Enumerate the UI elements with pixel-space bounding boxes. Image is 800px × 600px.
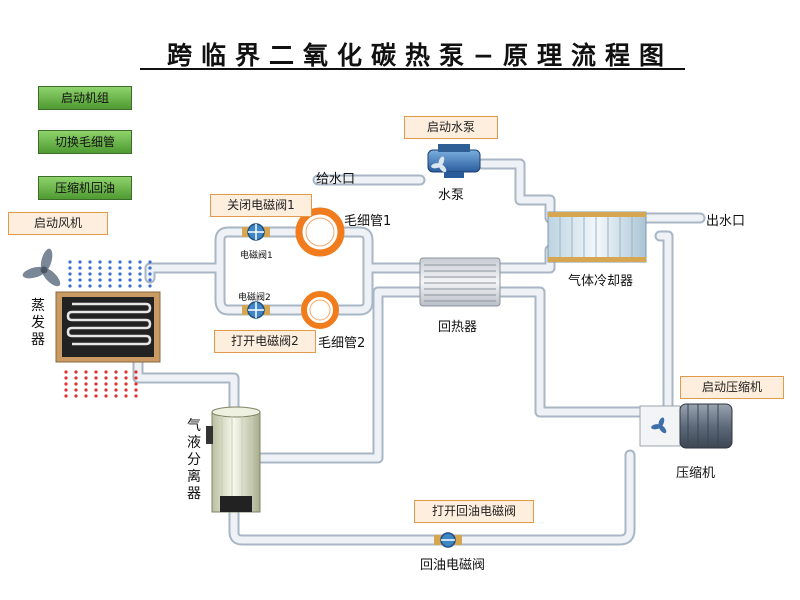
valve-icon — [242, 223, 270, 241]
valve-icon — [242, 301, 270, 319]
open-valve2-button[interactable]: 打开电磁阀2 — [214, 330, 316, 353]
capillary1-label: 毛细管1 — [344, 214, 392, 229]
start-fan-button[interactable]: 启动风机 — [8, 212, 108, 235]
open-oil-valve-button[interactable]: 打开回油电磁阀 — [414, 500, 534, 523]
title-underline — [140, 68, 685, 70]
oil-return-valve — [434, 532, 462, 548]
separator — [206, 406, 261, 513]
water-outlet-label: 出水口 — [706, 214, 746, 229]
water-inlet-label: 给水口 — [316, 172, 356, 187]
compressor-oil-return-button[interactable]: 压缩机回油 — [38, 176, 132, 200]
capillary2-label: 毛细管2 — [318, 336, 366, 351]
pump-label: 水泵 — [438, 188, 465, 203]
cold-air-dots — [68, 260, 152, 288]
start-unit-button[interactable]: 启动机组 — [38, 86, 132, 110]
fan-icon — [22, 248, 61, 287]
hot-air-dots — [64, 370, 138, 398]
compressor-label: 压缩机 — [676, 466, 716, 481]
switch-capillary-button[interactable]: 切换毛细管 — [38, 130, 132, 154]
regenerator — [419, 257, 501, 307]
gas-cooler-label: 气体冷却器 — [568, 274, 634, 289]
start-pump-button[interactable]: 启动水泵 — [404, 116, 498, 139]
valve1-label: 电磁阀1 — [240, 251, 273, 261]
separator-label: 气液分离器 — [187, 418, 201, 502]
gas-cooler — [547, 211, 647, 263]
regenerator-label: 回热器 — [438, 320, 478, 335]
capillary-coil-icon — [295, 207, 345, 257]
close-valve1-button[interactable]: 关闭电磁阀1 — [210, 194, 312, 217]
capillary-coil-icon — [301, 291, 339, 329]
evaporator — [55, 291, 161, 363]
page-title: 跨临界二氧化碳热泵−原理流程图 — [167, 41, 673, 70]
evaporator-label: 蒸发器 — [31, 298, 45, 348]
compressor-icon — [639, 403, 733, 449]
pump-icon — [427, 144, 481, 178]
start-compressor-button[interactable]: 启动压缩机 — [680, 376, 784, 399]
oil-valve-label: 回油电磁阀 — [420, 558, 486, 573]
valve2-label: 电磁阀2 — [238, 293, 271, 303]
